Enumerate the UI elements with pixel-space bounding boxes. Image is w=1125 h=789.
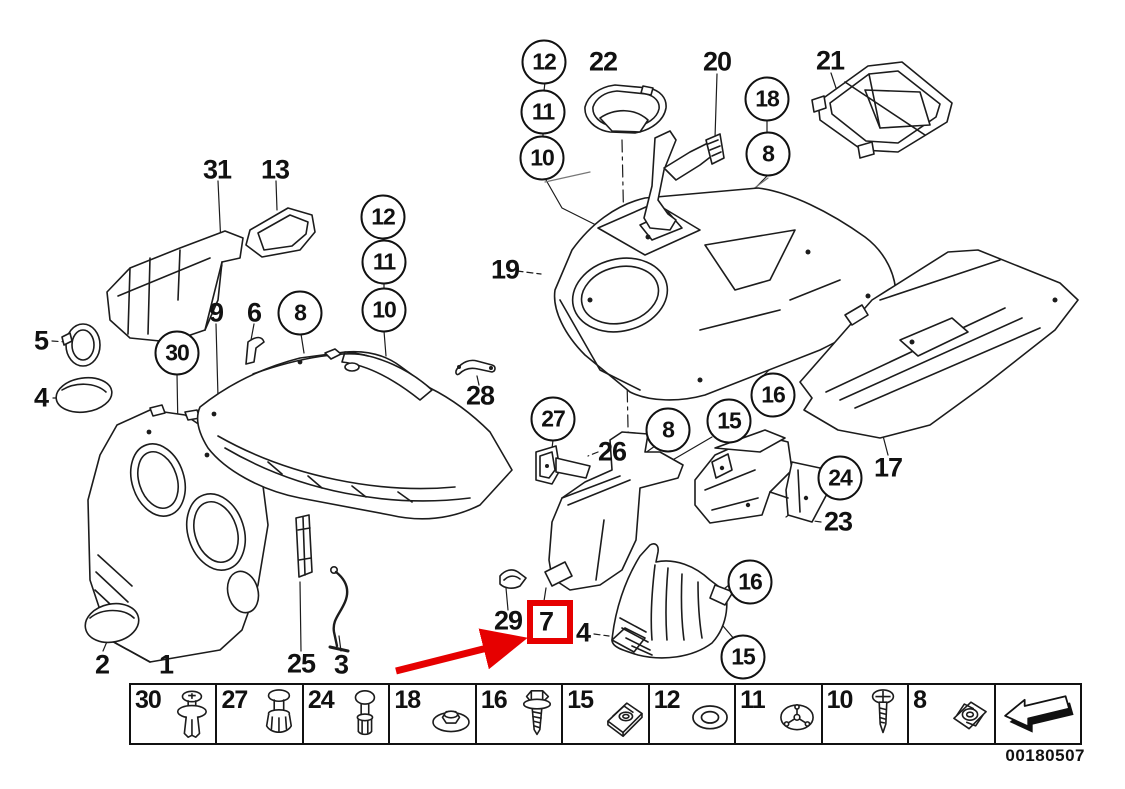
- legend-cell-number: 30: [135, 686, 162, 714]
- callout-31-8[interactable]: 31: [202, 154, 232, 185]
- back-arrow-icon: [1003, 695, 1075, 734]
- legend-cell-number: 10: [826, 686, 854, 714]
- part-22-ring: [585, 85, 666, 133]
- callout-8-18[interactable]: 8: [277, 290, 323, 336]
- callout-1-30[interactable]: 1: [158, 649, 174, 680]
- part-5-clamp: [62, 324, 100, 366]
- cage-nut-icon: [952, 701, 987, 730]
- clip-nut-icon: [606, 702, 643, 738]
- callout-27-23[interactable]: 27: [530, 396, 576, 442]
- callout-8-7[interactable]: 8: [745, 131, 791, 177]
- legend-cell-expansion-rivet[interactable]: 27: [215, 685, 301, 743]
- callout-13-9[interactable]: 13: [260, 154, 290, 185]
- callout-26-24[interactable]: 26: [597, 436, 627, 467]
- part-26-27-bracket: [536, 446, 590, 484]
- pointer-arrow-line: [396, 628, 528, 671]
- part-6-hook: [246, 338, 264, 365]
- part-28-strip: [456, 360, 495, 374]
- legend-cell-washer-nut[interactable]: 18: [388, 685, 474, 743]
- callout-10-2[interactable]: 10: [519, 135, 565, 181]
- part-19-undershield: [555, 188, 896, 400]
- callout-12-0[interactable]: 12: [521, 39, 567, 85]
- callout-11-11[interactable]: 11: [361, 239, 407, 285]
- callout-4-14[interactable]: 4: [33, 382, 49, 413]
- callout-9-16[interactable]: 9: [208, 297, 224, 328]
- legend-cell-plastic-rivet[interactable]: 24: [301, 685, 388, 743]
- expansion-rivet-icon: [265, 689, 292, 734]
- part-29-clip: [500, 570, 526, 588]
- callout-28-20[interactable]: 28: [465, 380, 495, 411]
- part-21-tray: [812, 62, 952, 158]
- legend-cell-number: 27: [221, 686, 248, 714]
- legend-cell-number: 11: [740, 686, 765, 714]
- callout-6-17[interactable]: 6: [246, 297, 262, 328]
- callout-5-13[interactable]: 5: [33, 325, 49, 356]
- part-3-bracket: [330, 567, 348, 651]
- callout-25-31[interactable]: 25: [286, 648, 316, 679]
- legend-cell-plastic-nut[interactable]: 11: [734, 685, 820, 743]
- legend-cell-number: 12: [653, 686, 681, 714]
- legend-cell-tapping-screw[interactable]: 10: [820, 685, 907, 743]
- fastener-legend: 30 27 24 18 16 15 12 11 10 8: [129, 683, 1082, 745]
- callout-17-22[interactable]: 17: [873, 452, 903, 483]
- part-23-24-bracket: [695, 430, 828, 523]
- callout-15-37[interactable]: 15: [720, 634, 766, 680]
- doc-number: 00180507: [1005, 746, 1085, 765]
- callout-22-3[interactable]: 22: [588, 46, 618, 77]
- plastic-nut-icon: [779, 704, 814, 731]
- callout-21-5[interactable]: 21: [815, 45, 845, 76]
- legend-cell-cage-nut[interactable]: 8: [907, 685, 993, 743]
- legend-cell-washer[interactable]: 12: [647, 685, 734, 743]
- legend-cell-number: 18: [394, 686, 421, 714]
- callout-19-19[interactable]: 19: [490, 254, 520, 285]
- callout-18-6[interactable]: 18: [744, 76, 790, 122]
- callout-11-1[interactable]: 11: [520, 89, 566, 135]
- plastic-rivet-icon: [355, 690, 376, 736]
- callout-24-27[interactable]: 24: [817, 455, 863, 501]
- legend-cell-number: 24: [307, 686, 335, 714]
- hex-screw-icon: [523, 690, 552, 736]
- legend-cell-number: 8: [913, 686, 927, 714]
- callout-8-25[interactable]: 8: [645, 407, 691, 453]
- part-9-splash-shield: [198, 349, 512, 519]
- callout-7-34[interactable]: 7: [538, 606, 554, 637]
- callout-4-35[interactable]: 4: [575, 617, 591, 648]
- part-25-strip: [296, 515, 312, 577]
- washer-icon: [692, 705, 729, 730]
- legend-cell-expanding-rivet[interactable]: 30: [131, 685, 215, 743]
- callout-2-29[interactable]: 2: [94, 649, 110, 680]
- part-4-cover: [54, 374, 114, 415]
- expanding-rivet-icon: [177, 690, 208, 739]
- legend-cell-hex-screw[interactable]: 16: [474, 685, 561, 743]
- legend-cell-number: 16: [480, 686, 508, 714]
- part-1-air-duct: [88, 405, 268, 662]
- washer-nut-icon: [432, 710, 470, 733]
- legend-cell-number: 15: [567, 686, 594, 714]
- callout-15-26[interactable]: 15: [706, 398, 752, 444]
- legend-cell-clip-nut[interactable]: 15: [561, 685, 647, 743]
- callout-3-32[interactable]: 3: [333, 649, 349, 680]
- callout-10-12[interactable]: 10: [361, 287, 407, 333]
- part-17-undershield: [800, 250, 1078, 438]
- highlight-box: [527, 600, 573, 644]
- part-20-bracket: [644, 131, 724, 230]
- callout-29-33[interactable]: 29: [493, 605, 523, 636]
- part-31-heat-shield: [107, 231, 243, 342]
- part-7-side-duct: [545, 432, 683, 590]
- part-13-cover: [246, 208, 315, 257]
- callout-16-36[interactable]: 16: [727, 559, 773, 605]
- callout-20-4[interactable]: 20: [702, 46, 732, 77]
- callout-23-28[interactable]: 23: [823, 506, 853, 537]
- part-splash-guard-ribbed: [612, 544, 733, 658]
- tapping-screw-icon: [871, 689, 895, 734]
- part-2-cover: [82, 599, 143, 647]
- callout-30-15[interactable]: 30: [154, 330, 200, 376]
- legend-cell-back-arrow[interactable]: [993, 685, 1080, 743]
- callout-16-21[interactable]: 16: [750, 372, 796, 418]
- callout-12-10[interactable]: 12: [360, 194, 406, 240]
